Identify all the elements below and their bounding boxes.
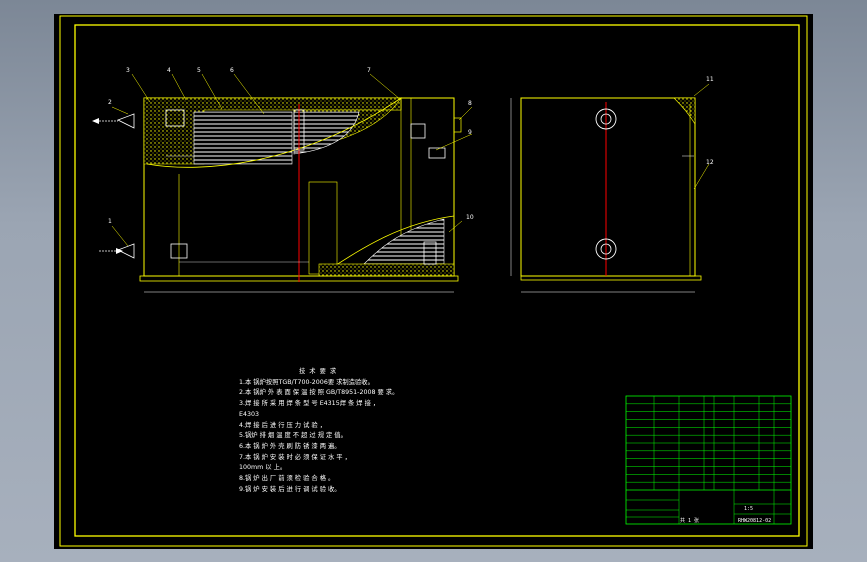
callout-12: 12 [706,159,714,166]
callout-3: 3 [126,67,130,74]
outer-frame [59,15,808,547]
note-line: 3.焊 接 所 采 用 焊 条 型 号 E4315焊 条 焊 接 ， [239,400,380,408]
callout-1: 1 [108,218,112,225]
front-view [92,96,462,293]
note-line: 6.本 锅 炉 外 壳 刷 防 锈 漆 两 遍。 [239,442,341,450]
callout-2: 2 [108,99,112,106]
side-view [510,97,702,293]
note-line: 9.锅 炉 安 装 后 进 行 调 试 验 收。 [239,485,341,493]
inner-border [74,24,800,537]
note-line: 7.本 锅 炉 安 装 时 必 须 保 证 水 平 ， [239,453,351,461]
scale: 1:5 [744,506,753,512]
callout-6: 6 [230,67,234,74]
notes-title: 技 术 要 求 [299,368,338,375]
cad-drawing: RHW20812-02 1:5 共 1 张 [59,15,808,547]
note-line: 1.本 锅炉按照TGB/T700-2006要 求制造验收。 [239,378,374,386]
callout-7: 7 [367,67,371,74]
note-line: 4.焊 接 后 进 行 压 力 试 验 ， [239,421,326,429]
note-line: 8.锅 炉 出 厂 前 须 检 验 合 格 。 [239,475,335,483]
callout-9: 9 [468,129,472,136]
note-line: 2.本 锅炉 外 表 面 保 温 按 照 GB/T8951-2008 要 求。 [239,389,399,397]
callout-4: 4 [167,67,171,74]
leader-lines [111,73,710,247]
title-block: RHW20812-02 1:5 共 1 张 [625,395,792,525]
note-line: E4303 [239,410,260,418]
callout-11: 11 [706,76,714,83]
note-line: 100mm 以 上。 [239,464,287,472]
note-line: 5.锅炉 排 烟 温 度 不 超 过 规 定 值。 [239,432,347,440]
callout-8: 8 [468,100,472,107]
sheet-count: 共 1 张 [680,517,699,524]
callout-5: 5 [197,67,201,74]
callout-10: 10 [466,214,474,221]
technical-notes: 技 术 要 求 1.本 锅炉按照TGB/T700-2006要 求制造验收。 2.本… [239,367,469,495]
drawing-number: RHW20812-02 [738,518,771,524]
